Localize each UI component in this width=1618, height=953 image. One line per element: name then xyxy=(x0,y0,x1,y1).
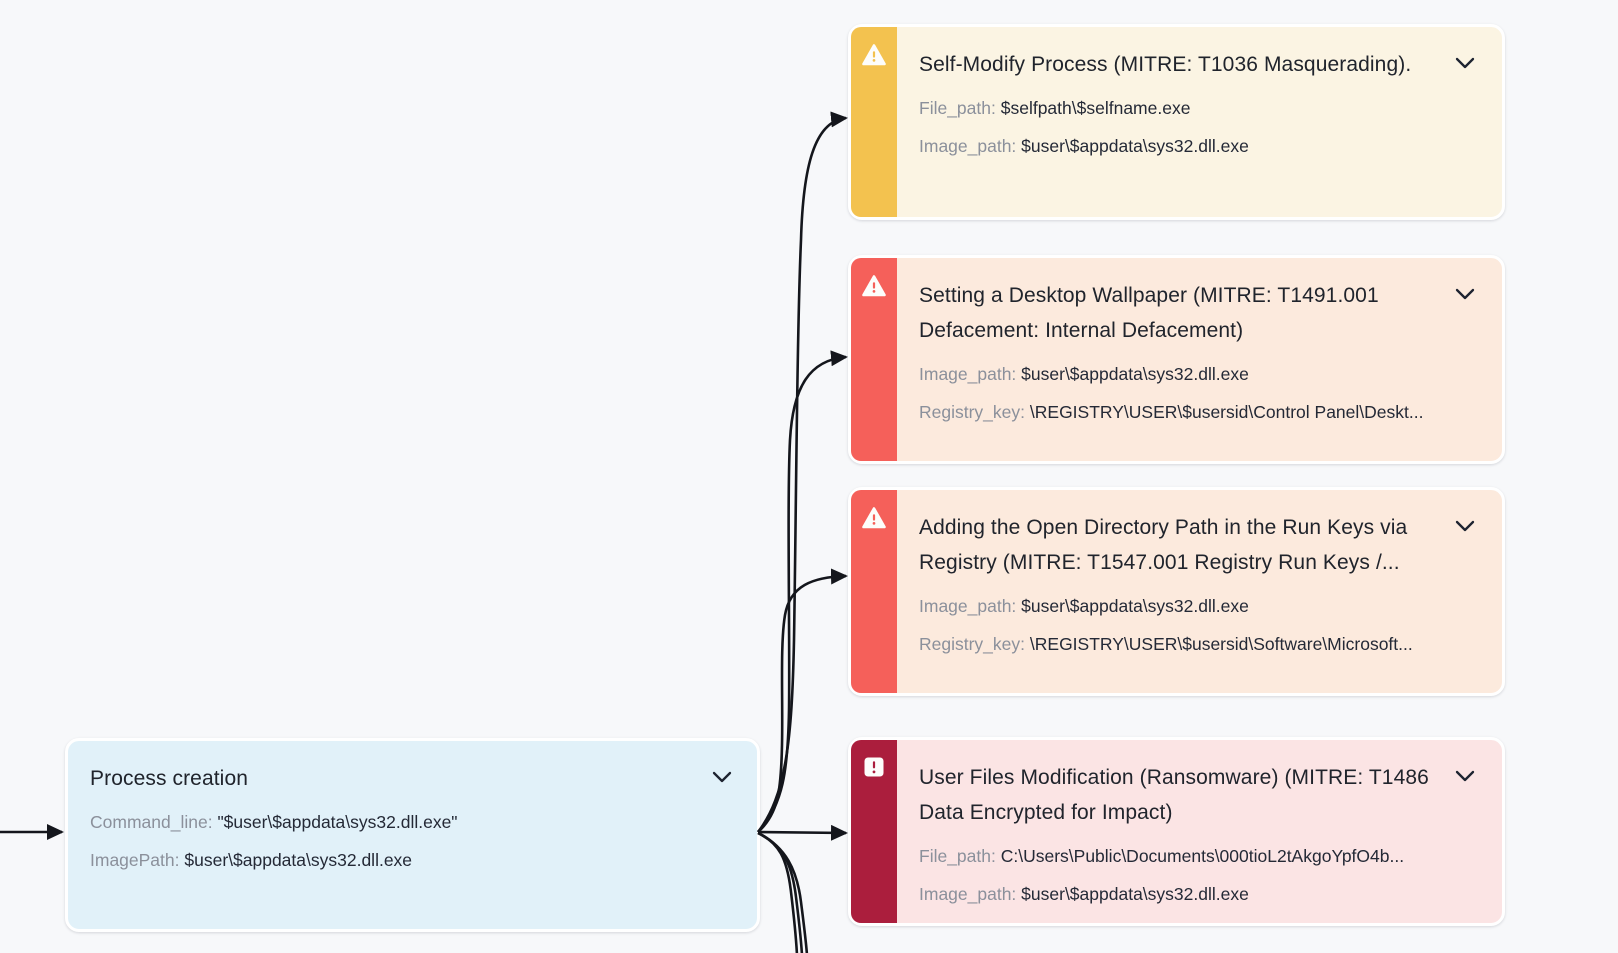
edge-to-offscreen-1 xyxy=(757,831,799,953)
edge-to-alert-ransomware xyxy=(757,824,848,841)
warning-triangle-icon xyxy=(862,44,886,66)
alert-node-masquerading[interactable]: Self-Modify Process (MITRE: T1036 Masque… xyxy=(848,24,1505,220)
alert-field-file-path: File_path: C:\Users\Public\Documents\000… xyxy=(919,846,1405,866)
process-field-image-path: ImagePath: $user\$appdata\sys32.dll.exe xyxy=(90,850,413,870)
chevron-down-icon[interactable] xyxy=(1454,55,1476,71)
severity-stripe-danger xyxy=(851,490,897,693)
alert-field-file-path: File_path: $selfpath\$selfname.exe xyxy=(919,98,1191,118)
alert-field-image-path: Image_path: $user\$appdata\sys32.dll.exe xyxy=(919,364,1249,384)
alert-field-registry-key: Registry_key: \REGISTRY\USER\$usersid\So… xyxy=(919,634,1413,654)
chevron-down-icon[interactable] xyxy=(711,769,733,785)
alert-title: Adding the Open Directory Path in the Ru… xyxy=(919,516,1408,574)
alert-square-icon xyxy=(864,757,884,777)
alert-field-image-path: Image_path: $user\$appdata\sys32.dll.exe xyxy=(919,596,1249,616)
severity-stripe-warning xyxy=(851,27,897,217)
alert-node-ransomware[interactable]: User Files Modification (Ransomware) (MI… xyxy=(848,737,1505,926)
severity-stripe-critical xyxy=(851,740,897,923)
process-node-title: Process creation xyxy=(90,767,249,790)
alert-title: User Files Modification (Ransomware) (MI… xyxy=(919,766,1429,824)
alert-node-runkeys[interactable]: Adding the Open Directory Path in the Ru… xyxy=(848,487,1505,696)
warning-triangle-icon xyxy=(862,275,886,297)
alert-field-image-path: Image_path: $user\$appdata\sys32.dll.exe xyxy=(919,884,1249,904)
edge-to-alert-runkeys xyxy=(757,568,848,833)
alert-node-wallpaper[interactable]: Setting a Desktop Wallpaper (MITRE: T149… xyxy=(848,255,1505,464)
edge-to-offscreen-2 xyxy=(757,831,804,953)
edge-to-offscreen-3 xyxy=(757,831,809,953)
process-field-command-line: Command_line: "$user\$appdata\sys32.dll.… xyxy=(90,812,458,832)
edge-to-alert-masquerading xyxy=(756,111,848,833)
chevron-down-icon[interactable] xyxy=(1454,286,1476,302)
chevron-down-icon[interactable] xyxy=(1454,518,1476,534)
alert-field-image-path: Image_path: $user\$appdata\sys32.dll.exe xyxy=(919,136,1249,156)
process-node[interactable]: Process creation Command_line: "$user\$a… xyxy=(65,738,760,932)
alert-field-registry-key: Registry_key: \REGISTRY\USER\$usersid\Co… xyxy=(919,402,1424,422)
severity-stripe-danger xyxy=(851,258,897,461)
warning-triangle-icon xyxy=(862,507,886,529)
edge-to-alert-wallpaper xyxy=(757,350,848,833)
alert-title: Setting a Desktop Wallpaper (MITRE: T149… xyxy=(919,284,1379,342)
alert-title: Self-Modify Process (MITRE: T1036 Masque… xyxy=(919,53,1412,76)
chevron-down-icon[interactable] xyxy=(1454,768,1476,784)
